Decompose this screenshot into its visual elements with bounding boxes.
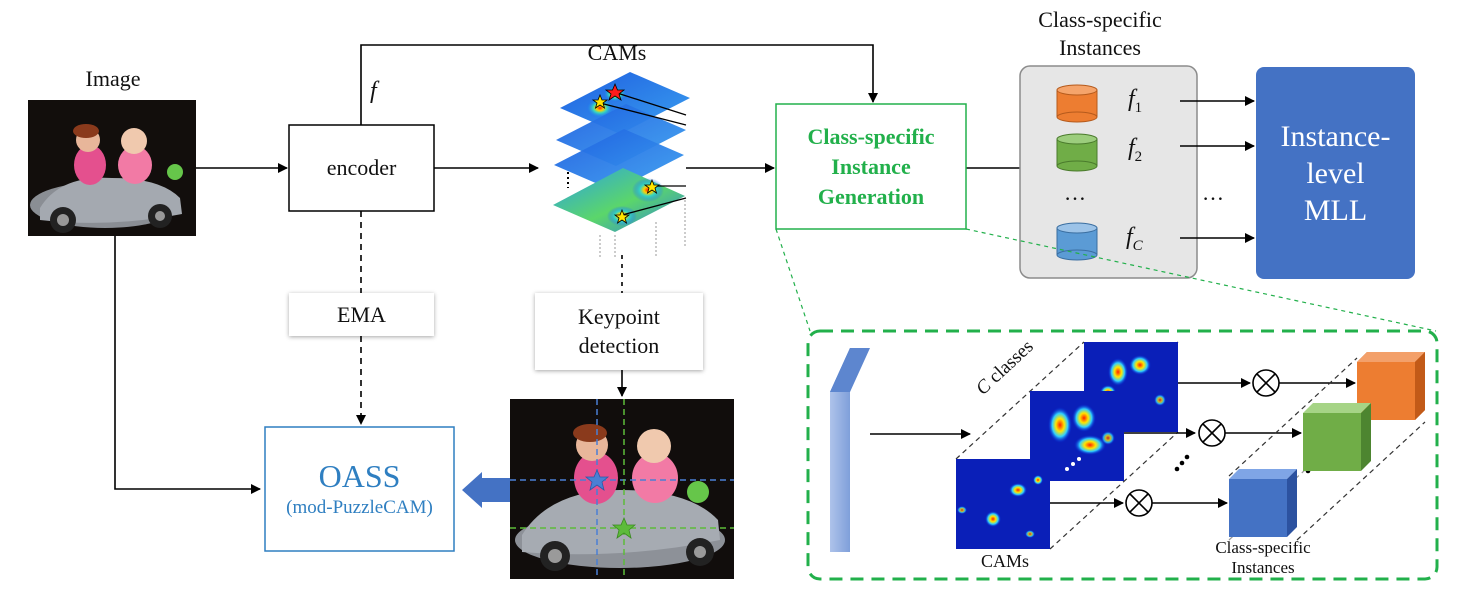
otimes-2 <box>1198 419 1226 447</box>
input-image <box>28 100 196 236</box>
cylinder-blue <box>1056 222 1098 261</box>
otimes-3 <box>1125 489 1153 517</box>
feature-f-label: f <box>370 78 377 104</box>
image-label: Image <box>85 66 141 91</box>
oass-box <box>264 426 455 552</box>
arrow-ellipsis: … <box>1202 180 1224 205</box>
keypoint-image <box>510 399 734 579</box>
ema-box <box>289 293 434 336</box>
feature-f2-label: f2 <box>1128 135 1143 165</box>
cams-label: CAMs <box>587 40 647 65</box>
oass-label: OASS (mod-PuzzleCAM) <box>286 458 433 518</box>
cube-green <box>1303 403 1371 471</box>
otimes-1 <box>1252 369 1280 397</box>
detail-cam-front <box>956 459 1050 549</box>
cylinder-green <box>1056 133 1098 172</box>
keypoint-detection-box <box>535 293 703 370</box>
encoder-label: encoder <box>326 155 397 180</box>
feedback-arrow <box>462 472 513 508</box>
zoom-line-left <box>775 228 811 332</box>
cams-stack <box>553 72 690 257</box>
csig-box <box>775 103 967 230</box>
detail-cams-label: CAMs <box>980 551 1029 571</box>
arrow-image-to-oass <box>114 236 261 494</box>
mll-box <box>1256 67 1415 279</box>
cylinder-ellipsis: … <box>1064 180 1086 205</box>
detail-cam-middle <box>1030 391 1124 481</box>
cube-orange <box>1357 352 1425 420</box>
zoom-line-right <box>965 228 1437 332</box>
arrow-feature-skip <box>360 44 878 125</box>
encoder-box <box>288 124 435 212</box>
cylinder-orange <box>1056 84 1098 123</box>
feature-fc-label: fC <box>1126 224 1143 254</box>
ema-label: EMA <box>337 301 386 327</box>
cube-blue <box>1229 469 1297 537</box>
feature-f1-label: f1 <box>1128 86 1143 116</box>
feature-slab <box>830 348 870 552</box>
detail-box <box>806 329 1439 581</box>
